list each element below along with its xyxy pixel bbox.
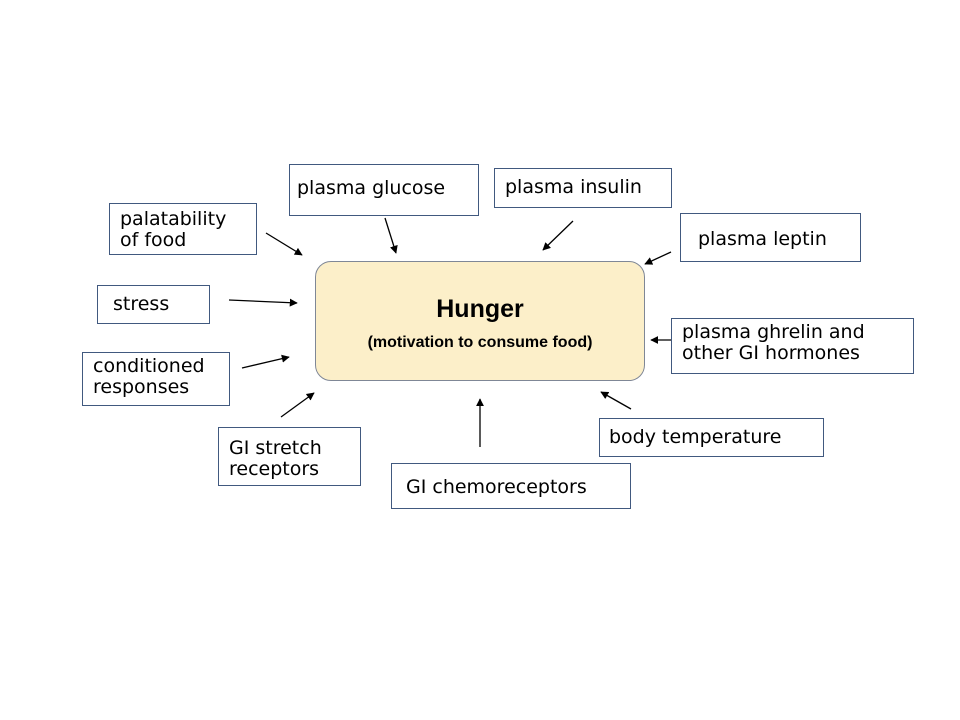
- arrow-plasma-leptin: [644, 251, 672, 265]
- factor-stress-label: stress: [113, 293, 170, 315]
- factor-conditioned-line1: conditioned: [93, 355, 205, 377]
- arrow-plasma-insulin: [542, 220, 574, 251]
- factor-conditioned-line2: responses: [93, 376, 190, 398]
- factor-body-temperature: body temperature: [599, 418, 824, 457]
- factor-palatability-line1: palatability: [120, 208, 227, 230]
- factor-plasma-ghrelin-line2: other GI hormones: [682, 342, 860, 364]
- factor-stress: stress: [97, 285, 210, 324]
- arrow-palatability: [265, 232, 303, 256]
- factor-plasma-glucose-label: plasma glucose: [297, 177, 446, 199]
- factor-plasma-leptin-label: plasma leptin: [698, 228, 827, 250]
- factor-gi-chemoreceptors-label: GI chemoreceptors: [406, 476, 587, 498]
- factor-palatability: palatability of food: [109, 203, 257, 255]
- factor-plasma-glucose: plasma glucose: [289, 164, 479, 216]
- factor-plasma-leptin: plasma leptin: [680, 213, 861, 262]
- factor-gi-chemoreceptors: GI chemoreceptors: [391, 463, 631, 509]
- factor-plasma-ghrelin: plasma ghrelin and other GI hormones: [671, 318, 914, 374]
- arrow-conditioned: [241, 354, 290, 369]
- hunger-subtitle: (motivation to consume food): [367, 334, 593, 351]
- factor-conditioned: conditioned responses: [82, 352, 230, 406]
- arrow-body-temperature: [600, 391, 632, 410]
- arrow-stress: [228, 298, 298, 307]
- factor-gi-stretch-line2: receptors: [229, 458, 320, 480]
- hunger-title: Hunger: [436, 295, 524, 323]
- factor-gi-stretch-line1: GI stretch: [229, 437, 322, 459]
- factor-plasma-insulin-label: plasma insulin: [505, 176, 642, 198]
- arrow-plasma-glucose: [384, 217, 398, 254]
- factor-plasma-insulin: plasma insulin: [494, 168, 672, 208]
- factor-body-temperature-label: body temperature: [609, 426, 782, 448]
- factor-palatability-line2: of food: [120, 229, 187, 251]
- arrow-gi-stretch: [280, 392, 315, 418]
- factor-plasma-ghrelin-line1: plasma ghrelin and: [682, 321, 865, 343]
- hunger-node: Hunger (motivation to consume food): [315, 261, 645, 381]
- factor-gi-stretch: GI stretch receptors: [218, 427, 361, 486]
